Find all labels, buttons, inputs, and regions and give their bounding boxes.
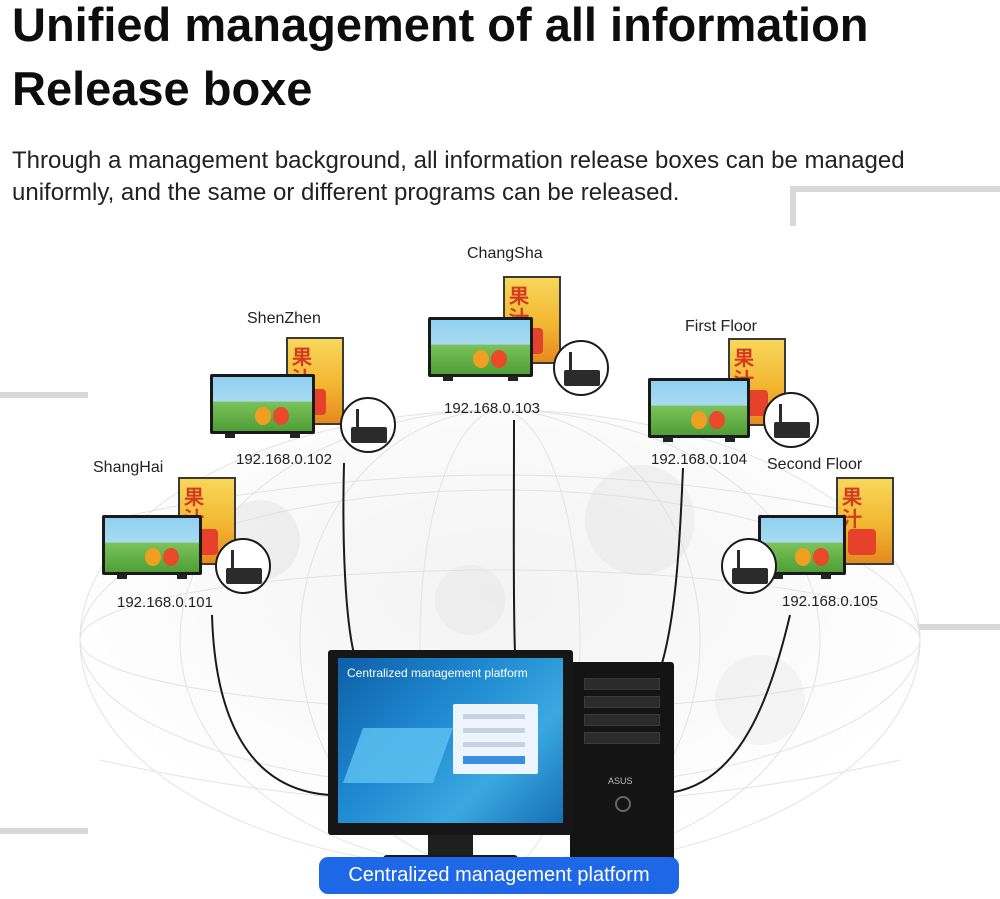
decor-bar-right-top bbox=[790, 186, 1000, 192]
decor-bar-left-bottom bbox=[0, 828, 88, 834]
poster-display-shanghai: 果汁 bbox=[178, 477, 236, 565]
node-label-shenzhen: ShenZhen bbox=[247, 310, 321, 327]
node-ip-changsha: 192.168.0.103 bbox=[444, 400, 540, 417]
node-label-second-floor: Second Floor bbox=[767, 456, 863, 473]
page-title-line-2: Release boxe bbox=[12, 62, 313, 115]
tv-display-shanghai bbox=[102, 515, 202, 579]
release-box-icon-shanghai bbox=[215, 538, 271, 594]
node-ip-shanghai: 192.168.0.101 bbox=[117, 594, 213, 611]
tv-display-first-floor bbox=[648, 378, 750, 442]
pc-brand-label: ASUS bbox=[608, 776, 633, 786]
node-ip-second-floor: 192.168.0.105 bbox=[782, 593, 878, 610]
connector-shenzhen bbox=[342, 462, 356, 659]
decor-bar-left-mid bbox=[0, 392, 88, 398]
management-monitor: Centralized management platform bbox=[328, 650, 573, 865]
tv-display-changsha bbox=[428, 317, 533, 381]
node-label-changsha: ChangSha bbox=[467, 245, 543, 262]
login-panel bbox=[453, 704, 538, 774]
connector-shanghai bbox=[211, 614, 331, 796]
globe-background bbox=[79, 409, 921, 871]
connector-lines bbox=[211, 419, 791, 796]
power-button-icon bbox=[615, 796, 631, 812]
connector-second-floor bbox=[673, 614, 791, 793]
connector-first-floor bbox=[659, 467, 684, 671]
screen-title: Centralized management platform bbox=[347, 666, 528, 680]
platform-illustration bbox=[342, 728, 454, 783]
node-label-first-floor: First Floor bbox=[685, 318, 757, 335]
pc-tower: ASUS bbox=[570, 662, 674, 862]
page-description: Through a management background, all inf… bbox=[12, 147, 905, 206]
platform-caption-badge: Centralized management platform bbox=[319, 857, 679, 894]
page-title-line-1: Unified management of all information bbox=[12, 0, 869, 51]
release-box-icon-shenzhen bbox=[340, 397, 396, 453]
monitor-screen: Centralized management platform bbox=[338, 658, 563, 823]
node-ip-first-floor: 192.168.0.104 bbox=[651, 451, 747, 468]
node-label-shanghai: ShangHai bbox=[93, 459, 164, 476]
decor-bar-right-bottom bbox=[910, 624, 1000, 630]
connector-changsha bbox=[512, 419, 516, 653]
release-box-icon-second-floor bbox=[721, 538, 777, 594]
node-ip-shenzhen: 192.168.0.102 bbox=[236, 451, 332, 468]
release-box-icon-changsha bbox=[553, 340, 609, 396]
tv-display-shenzhen bbox=[210, 374, 315, 438]
decor-bar-right-top-vertical bbox=[790, 186, 796, 226]
release-box-icon-first-floor bbox=[763, 392, 819, 448]
